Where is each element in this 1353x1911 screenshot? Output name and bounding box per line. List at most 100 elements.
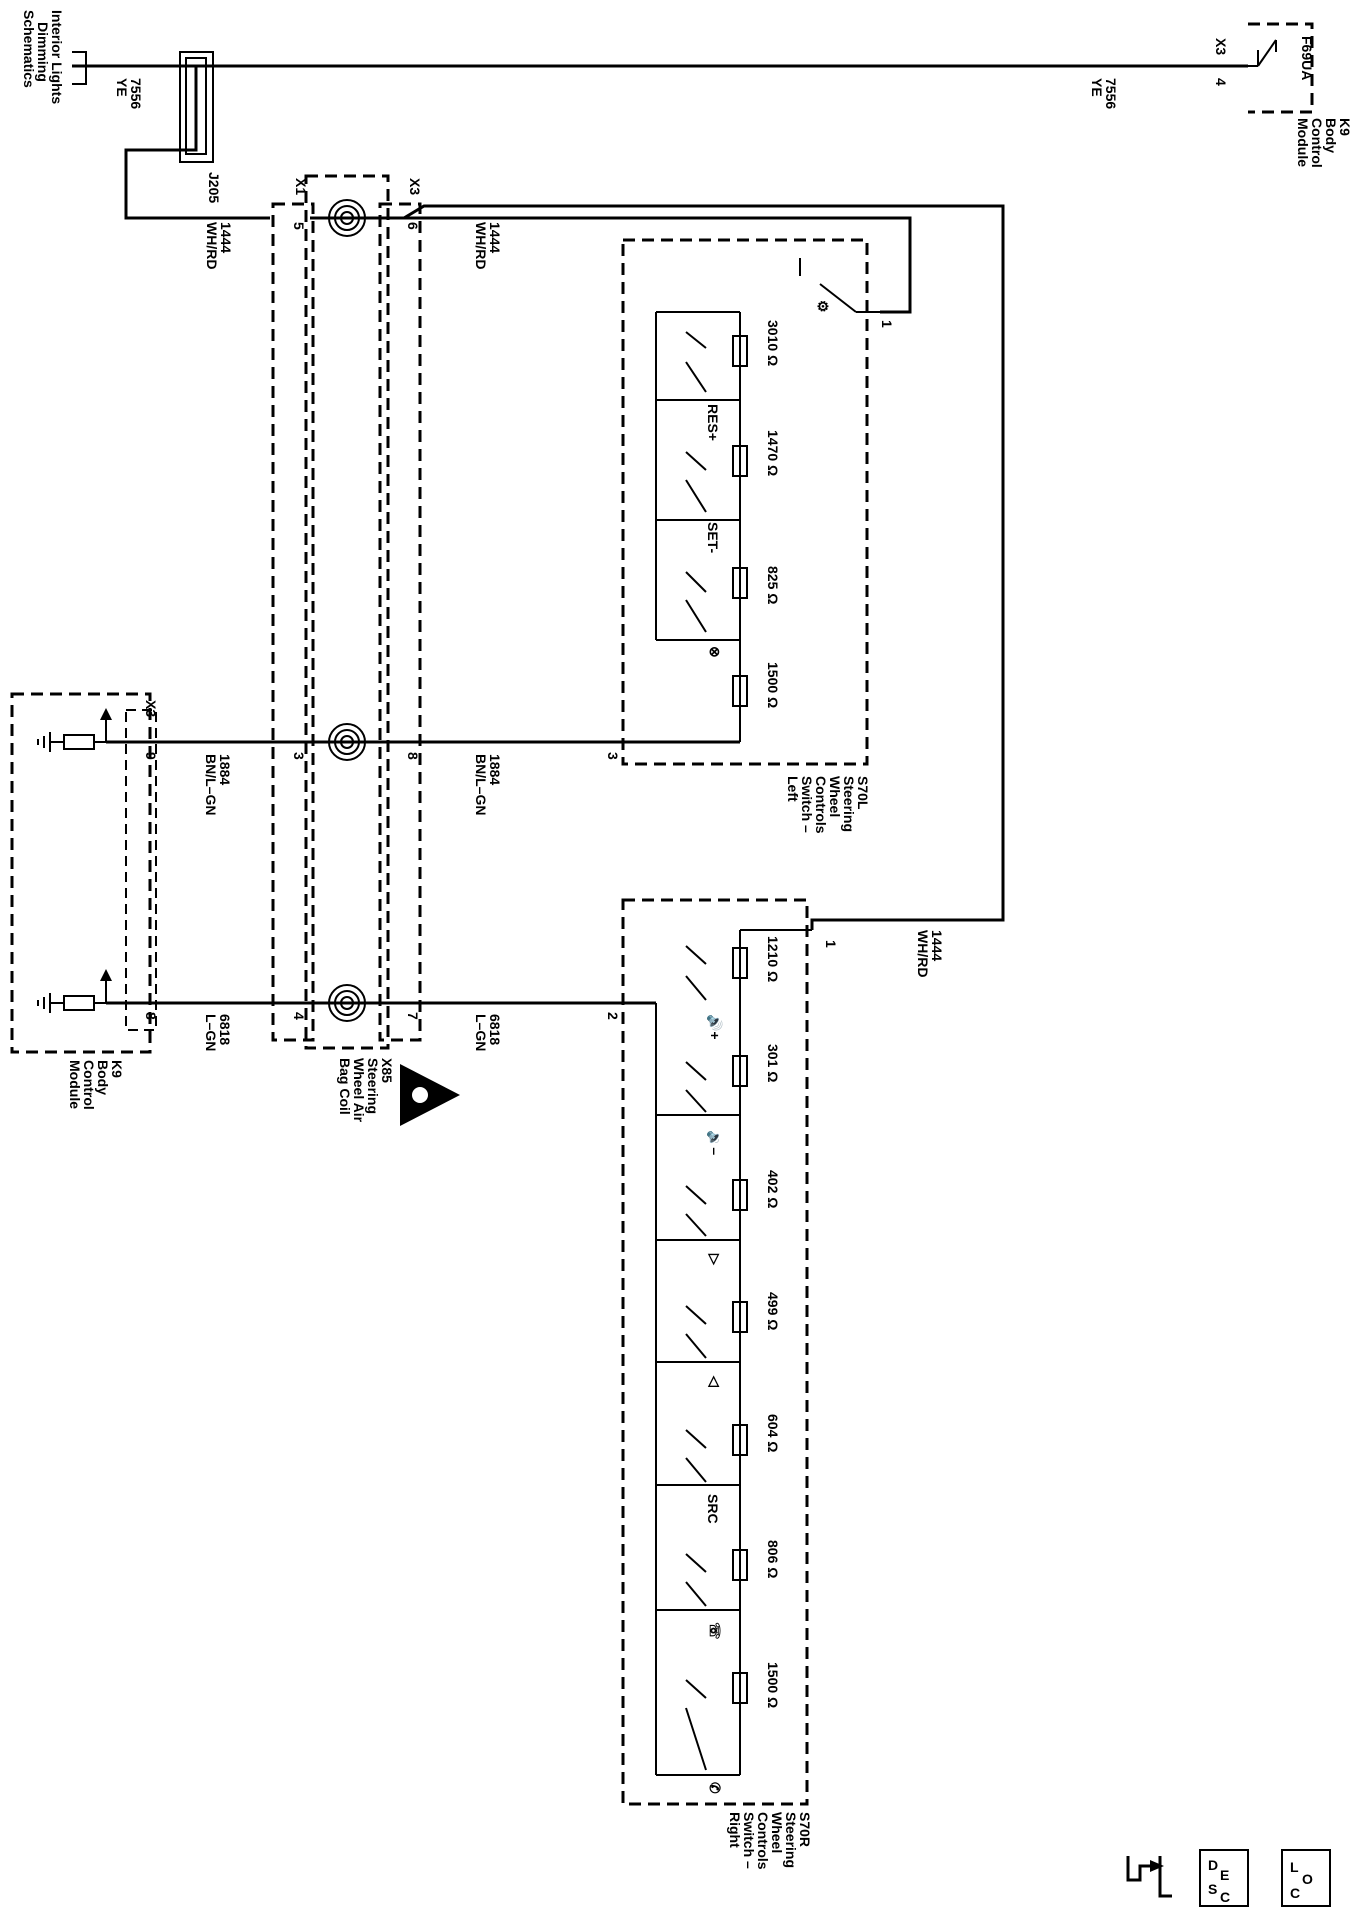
svg-text:Module: Module: [67, 1060, 83, 1109]
seek-down-icon: ◁: [707, 1375, 723, 1387]
svg-text:K9: K9: [109, 1060, 125, 1078]
svg-text:8: 8: [405, 752, 421, 760]
svg-text:402 Ω: 402 Ω: [765, 1170, 781, 1208]
cruise-icon: ⚙: [815, 300, 831, 313]
svg-text:1500 Ω: 1500 Ω: [765, 662, 781, 708]
svg-text:1500 Ω: 1500 Ω: [765, 1662, 781, 1708]
svg-text:Control: Control: [81, 1060, 97, 1110]
svg-text:1: 1: [879, 320, 895, 328]
ground-icon: [37, 969, 112, 1013]
svg-text:4: 4: [291, 1012, 307, 1020]
svg-text:3: 3: [605, 752, 621, 760]
wire-7556-num-left: 7556: [128, 78, 144, 109]
cancel-icon: ⊗: [707, 646, 723, 658]
svg-text:K9: K9: [1337, 118, 1353, 136]
svg-text:Controls: Controls: [755, 1812, 771, 1870]
svg-text:BN/L–GN: BN/L–GN: [473, 754, 489, 815]
svg-text:Steering: Steering: [841, 776, 857, 832]
seek-up-icon: ▷: [707, 1253, 723, 1266]
svg-text:1444: 1444: [929, 930, 945, 961]
svg-text:Control: Control: [1309, 118, 1325, 168]
svg-text:Body: Body: [95, 1060, 111, 1095]
svg-text:7: 7: [405, 1012, 421, 1020]
svg-text:Wheel: Wheel: [827, 776, 843, 817]
svg-text:WH/RD: WH/RD: [473, 222, 489, 269]
svg-text:BN/L–GN: BN/L–GN: [203, 754, 219, 815]
svg-text:Wheel: Wheel: [769, 1812, 785, 1853]
svg-text:Switch –: Switch –: [799, 776, 815, 833]
svg-text:RES+: RES+: [705, 404, 721, 441]
svg-text:L–GN: L–GN: [473, 1014, 489, 1051]
description-button[interactable]: D E S C: [1199, 1849, 1249, 1907]
svg-text:6818: 6818: [487, 1014, 503, 1045]
svg-text:1470 Ω: 1470 Ω: [765, 430, 781, 476]
svg-text:C: C: [1290, 1885, 1300, 1901]
svg-text:X3: X3: [1213, 38, 1229, 55]
svg-text:1884: 1884: [487, 754, 503, 785]
svg-text:Right: Right: [727, 1812, 743, 1848]
ground-icon: [37, 708, 112, 752]
svg-text:F69UA: F69UA: [1299, 36, 1315, 80]
svg-text:J205: J205: [206, 172, 222, 203]
svg-text:S70L: S70L: [855, 776, 871, 810]
phone-voice-icon: ☏: [707, 1622, 723, 1640]
svg-text:Dimming: Dimming: [35, 22, 51, 82]
source-label: SRC: [705, 1494, 721, 1524]
k9-body-control-module-bottom: X3 9 8 K9 Body Control Module: [10, 692, 159, 1110]
svg-text:825 Ω: 825 Ω: [765, 566, 781, 604]
wire-6818: 6818 L–GN 6818 L–GN: [106, 1001, 656, 1051]
splice-j205: J205: [124, 51, 270, 220]
svg-text:9: 9: [143, 752, 159, 760]
svg-text:O: O: [1302, 1871, 1313, 1887]
steering-wheel-air-bag-coil: X1 X3 5 6 3 8 4 7 X85 Steering Wheel Air…: [271, 174, 460, 1126]
svg-text:1210 Ω: 1210 Ω: [765, 936, 781, 982]
esd-warning-icon: [400, 1064, 460, 1126]
wire-7556-color-right: YE: [1089, 78, 1105, 97]
svg-text:D: D: [1208, 1857, 1218, 1873]
svg-text:Steering: Steering: [783, 1812, 799, 1868]
svg-text:X3: X3: [407, 178, 423, 195]
svg-text:Controls: Controls: [813, 776, 829, 834]
svg-text:E: E: [1220, 1867, 1229, 1883]
svg-text:604 Ω: 604 Ω: [765, 1414, 781, 1452]
clockspring-icon: [328, 199, 366, 237]
svg-text:1444: 1444: [218, 222, 234, 253]
wire-1884: 1884 BN/L–GN 1884 BN/L–GN: [106, 740, 740, 815]
volume-down-icon: 🔉–: [706, 1130, 723, 1155]
svg-text:S70R: S70R: [797, 1812, 813, 1847]
svg-text:806 Ω: 806 Ω: [765, 1540, 781, 1578]
s70r-steering-wheel-controls-switch-right: 1210 Ω 301 Ω 402 Ω 499 Ω 604 Ω 806 Ω 150…: [605, 898, 839, 1870]
svg-text:8: 8: [143, 1012, 159, 1020]
svg-text:301 Ω: 301 Ω: [765, 1044, 781, 1082]
svg-text:Wheel Air: Wheel Air: [351, 1058, 367, 1123]
svg-text:Interior Lights: Interior Lights: [49, 10, 65, 104]
footer-icons: D E S C L O C: [1126, 1849, 1331, 1907]
svg-text:1: 1: [823, 940, 839, 948]
svg-text:1884: 1884: [217, 754, 233, 785]
svg-text:X85: X85: [379, 1058, 395, 1083]
svg-text:SET-: SET-: [705, 522, 721, 553]
svg-text:WH/RD: WH/RD: [204, 222, 220, 269]
svg-text:X3: X3: [143, 700, 159, 717]
svg-text:499 Ω: 499 Ω: [765, 1292, 781, 1330]
phone-mute-icon: ✆: [707, 1782, 723, 1794]
svg-text:Bag Coil: Bag Coil: [337, 1058, 353, 1115]
k9-body-control-module-top: X3 4 F69UA K9 Body Control Module: [1213, 22, 1353, 168]
svg-text:1444: 1444: [487, 222, 503, 253]
svg-text:5: 5: [291, 222, 307, 230]
wire-7556-color-left: YE: [114, 78, 130, 97]
svg-text:Body: Body: [1323, 118, 1339, 153]
svg-text:Steering: Steering: [365, 1058, 381, 1114]
volume-up-icon: 🔊+: [706, 1014, 724, 1040]
svg-text:X1: X1: [293, 178, 309, 195]
wire-7556-num-right: 7556: [1103, 78, 1119, 109]
location-button[interactable]: L O C: [1281, 1849, 1331, 1907]
svg-text:Left: Left: [785, 776, 801, 802]
svg-text:Module: Module: [1295, 118, 1311, 167]
svg-text:L–GN: L–GN: [203, 1014, 219, 1051]
svg-text:3010 Ω: 3010 Ω: [765, 320, 781, 366]
svg-text:6818: 6818: [217, 1014, 233, 1045]
interior-lights-reference: Interior Lights Dimming Schematics: [21, 10, 65, 104]
svg-text:L: L: [1290, 1859, 1299, 1875]
